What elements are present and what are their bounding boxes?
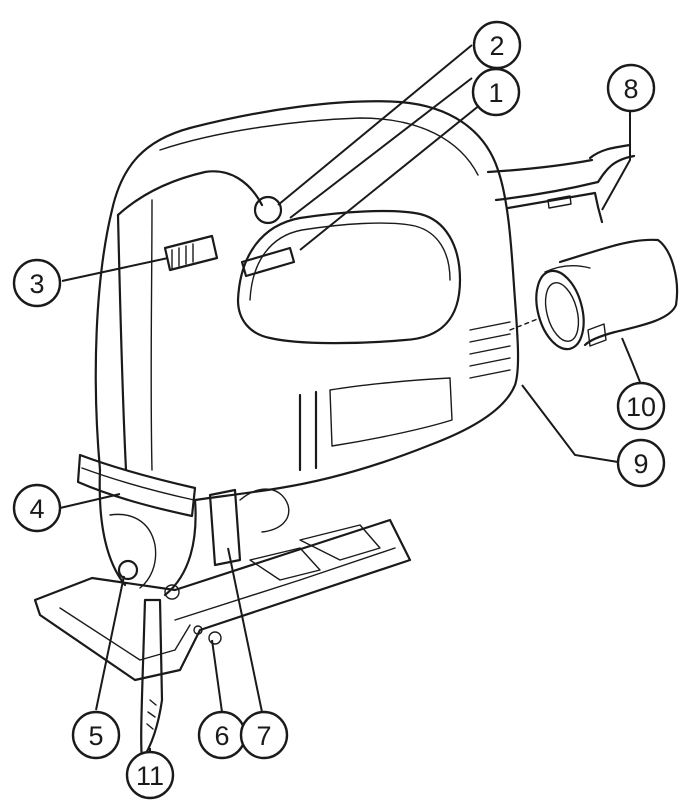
callout-5-number: 5: [88, 721, 103, 751]
callout-3: 3: [12, 258, 62, 308]
callout-2: 2: [472, 20, 522, 70]
callout-6-number: 6: [214, 721, 229, 751]
jigsaw-illustration: [33, 100, 679, 762]
callout-11-number: 11: [136, 761, 164, 791]
callout-7-number: 7: [256, 721, 271, 751]
callout-1: 1: [471, 67, 521, 117]
callout-11: 11: [125, 750, 175, 800]
callout-8: 8: [606, 63, 656, 113]
callout-8-number: 8: [623, 74, 638, 104]
callout-2-number: 2: [489, 31, 504, 61]
callout-3-number: 3: [29, 269, 44, 299]
callout-4-number: 4: [29, 494, 44, 524]
leader-lines: [59, 44, 641, 760]
callout-10-number: 10: [626, 392, 656, 422]
callout-9: 9: [616, 438, 666, 488]
callout-7: 7: [239, 710, 289, 760]
callout-1-number: 1: [488, 78, 503, 108]
callout-9-number: 9: [633, 449, 648, 479]
callout-6: 6: [197, 710, 247, 760]
callout-4: 4: [12, 483, 62, 533]
callout-5: 5: [71, 710, 121, 760]
callout-10: 10: [616, 381, 666, 431]
